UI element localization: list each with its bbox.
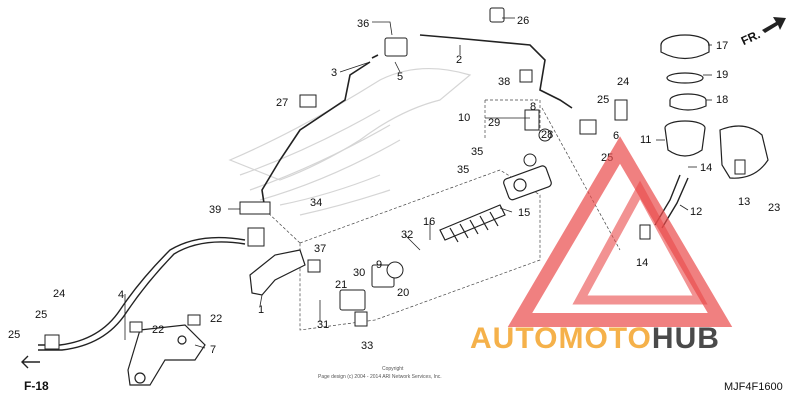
callout-25a: 25 (35, 309, 47, 321)
callout-19: 19 (716, 69, 728, 81)
callout-29: 29 (488, 117, 500, 129)
callout-4: 4 (118, 289, 124, 301)
callout-30: 30 (353, 267, 365, 279)
svg-text:AUTOMOTOHUB: AUTOMOTOHUB (470, 322, 720, 355)
callout-35a: 35 (471, 146, 483, 158)
callout-24a: 24 (53, 288, 65, 300)
callout-28: 28 (541, 129, 553, 141)
clutch-hose-4 (38, 236, 246, 351)
callout-25b: 25 (8, 329, 20, 341)
callout-25c: 25 (597, 94, 609, 106)
watermark-triangle-outer (507, 136, 733, 327)
callout-7: 7 (210, 344, 216, 356)
callout-20: 20 (397, 287, 409, 299)
callout-32: 32 (401, 229, 413, 241)
callout-5: 5 (397, 71, 403, 83)
bracket-1 (249, 249, 306, 296)
callout-34: 34 (310, 197, 322, 209)
watermark-triangle-inner (572, 180, 708, 305)
callout-17: 17 (716, 40, 728, 52)
callout-22b: 22 (210, 313, 222, 325)
callout-6: 6 (613, 130, 619, 142)
clutch-pipe (261, 34, 573, 211)
direction-label: FR. (739, 27, 762, 48)
callout-1: 1 (258, 304, 264, 316)
callout-9: 9 (376, 259, 382, 271)
callout-14a: 14 (700, 162, 712, 174)
callout-13: 13 (738, 196, 750, 208)
callout-16: 16 (423, 216, 435, 228)
callout-18: 18 (716, 94, 728, 106)
callout-22a: 22 (152, 324, 164, 336)
callout-2: 2 (456, 54, 462, 66)
leader-lines (124, 17, 712, 349)
callout-23: 23 (768, 202, 780, 214)
callout-31: 31 (317, 319, 329, 331)
callout-10: 10 (458, 112, 470, 124)
callout-35b: 35 (457, 164, 469, 176)
master-cylinder (439, 165, 552, 243)
honda-wing-logo (228, 68, 472, 216)
pedal-bracket-7 (127, 324, 206, 386)
callouts: 1 2 3 4 5 6 7 8 9 10 11 12 13 14 14 15 1… (8, 15, 780, 356)
callout-11: 11 (640, 134, 651, 146)
callout-3: 3 (331, 67, 337, 79)
copyright-title: Copyright (382, 366, 404, 372)
small-components (44, 7, 746, 350)
callout-15: 15 (518, 207, 530, 219)
callout-39: 39 (209, 204, 221, 216)
callout-36: 36 (357, 18, 369, 30)
watermark-part1: AUTOMOTO (470, 322, 652, 355)
arrow-icon (762, 17, 786, 33)
callout-14b: 14 (636, 257, 648, 269)
callout-8: 8 (530, 101, 536, 113)
callout-38: 38 (498, 76, 510, 88)
callout-26: 26 (517, 15, 529, 27)
front-direction-arrow: FR. (739, 17, 786, 48)
callout-12: 12 (690, 206, 702, 218)
callout-33: 33 (361, 340, 373, 352)
callout-21: 21 (335, 279, 347, 291)
callout-37: 37 (314, 243, 326, 255)
copyright-text: Page design (c) 2004 - 2014 ARI Network … (318, 374, 442, 380)
reservoir-assembly (660, 34, 769, 179)
callout-24b: 24 (617, 76, 629, 88)
watermark-part2: HUB (652, 322, 720, 355)
callout-27: 27 (276, 97, 288, 109)
ref-arrow-icon (21, 355, 40, 369)
guide-lines (264, 99, 621, 331)
watermark: AUTOMOTOHUB (470, 136, 733, 355)
ref-label: F-18 (24, 379, 49, 393)
diagram-code: MJF4F1600 (724, 381, 783, 393)
